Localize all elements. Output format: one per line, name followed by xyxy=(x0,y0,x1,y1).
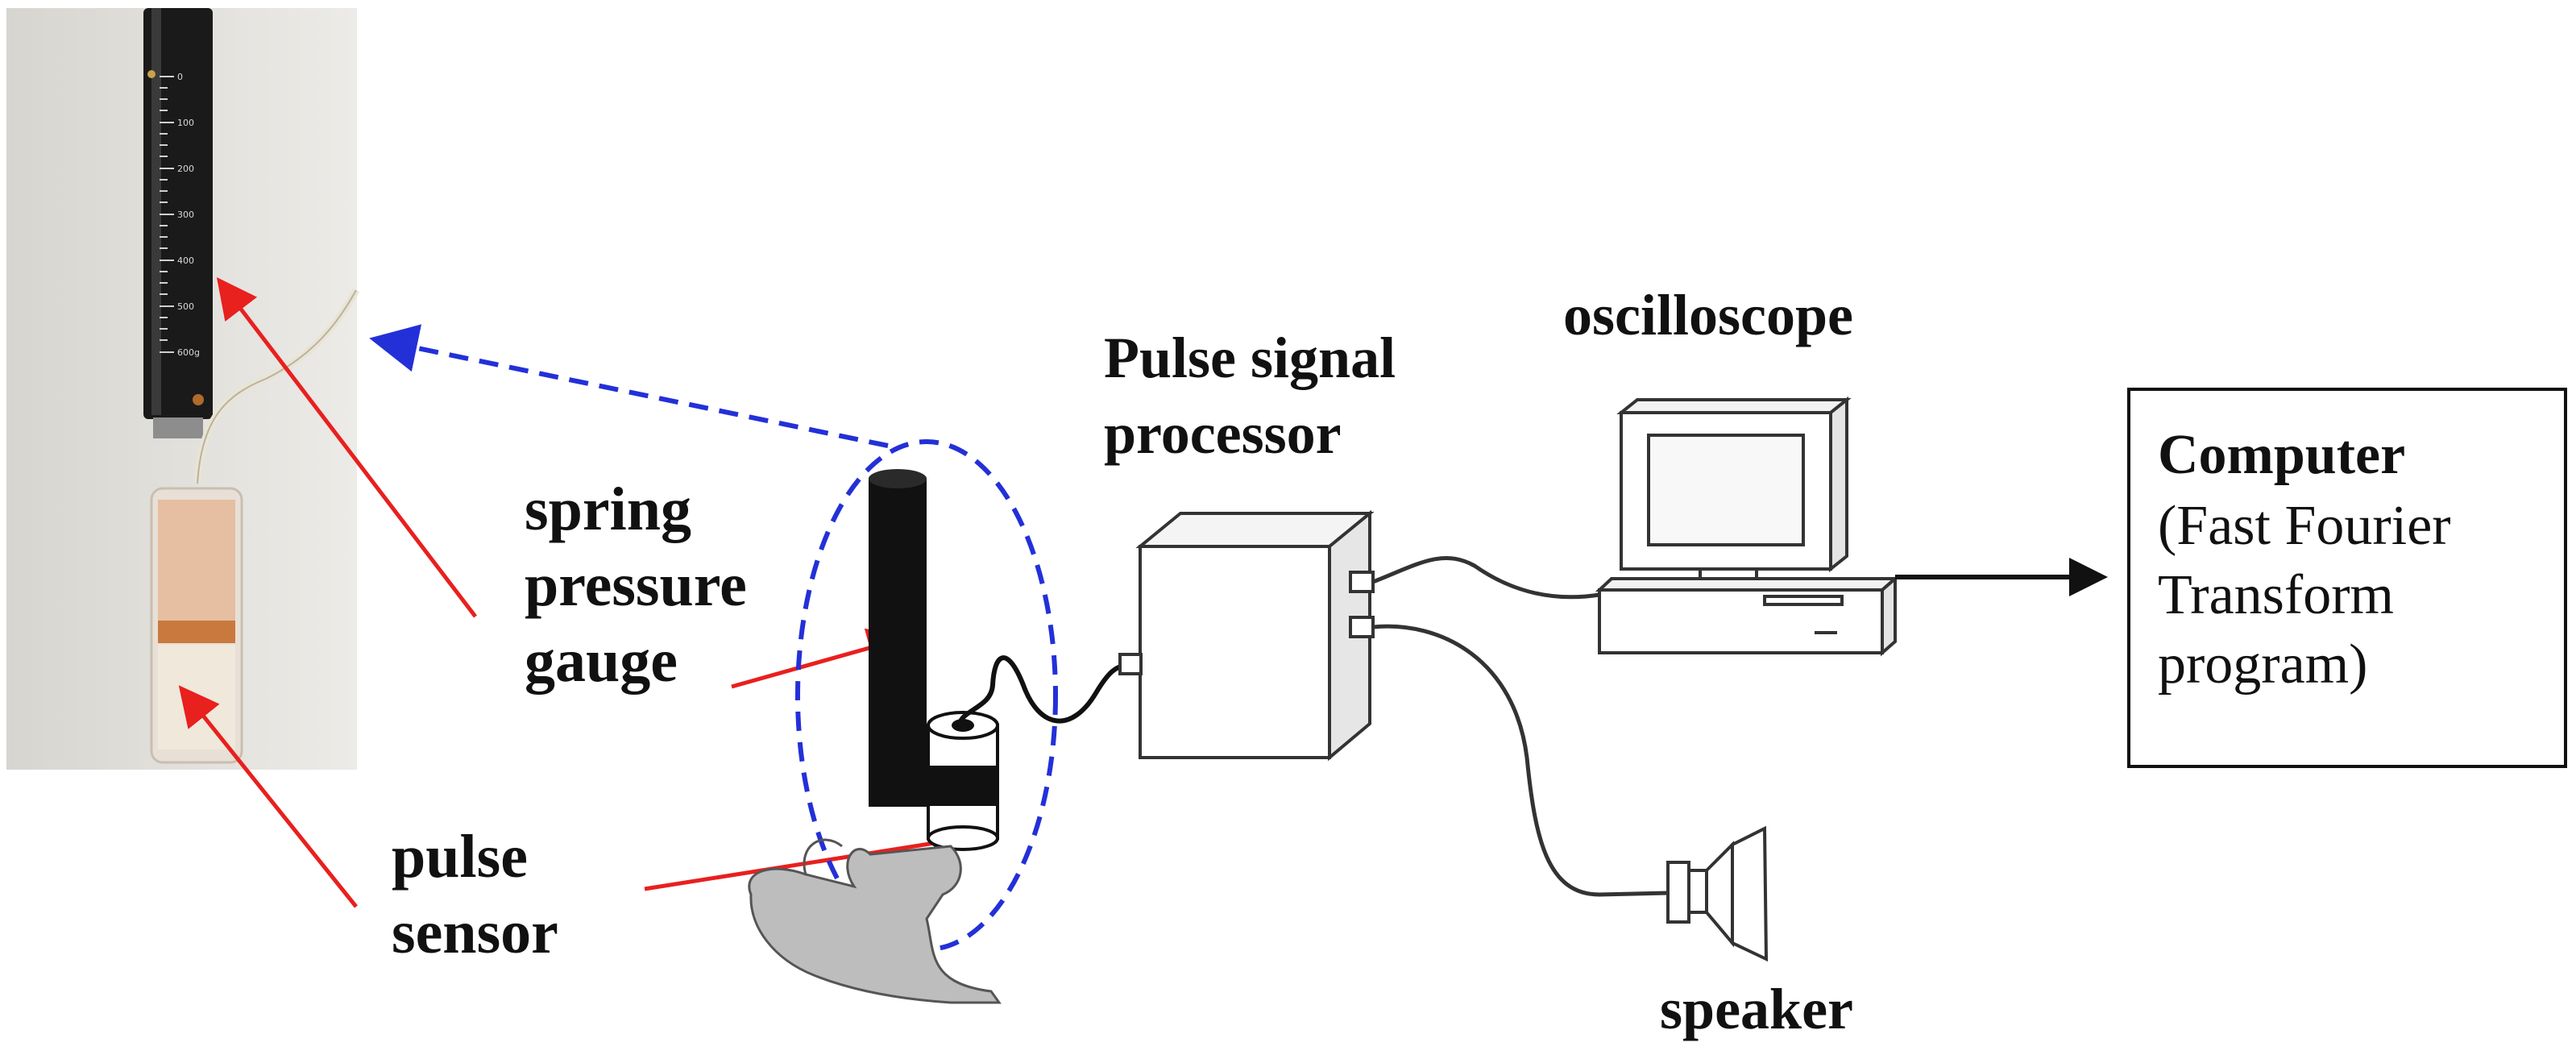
speaker-device xyxy=(1666,825,1769,962)
pulse-signal-processor-box xyxy=(1118,509,1375,762)
pointer-arrow-sensor-photo xyxy=(178,685,358,908)
label-sensor-line: sensor xyxy=(392,899,558,966)
sensor-to-processor-cable xyxy=(956,655,1130,729)
computer-box: Computer (Fast Fourier Transform program… xyxy=(2127,388,2567,768)
hand-illustration xyxy=(748,838,1002,1004)
computer-title: Computer xyxy=(2158,424,2406,486)
oscilloscope-device xyxy=(1595,396,1900,657)
pointer-arrow-gauge-photo xyxy=(216,277,477,618)
scale-tick-100: 100 xyxy=(177,118,194,128)
label-pulse-signal-line: Pulse signal xyxy=(1104,326,1396,390)
scale-tick-600: 600g xyxy=(177,347,200,358)
label-pulse-line: pulse xyxy=(392,823,528,891)
label-pulse-signal-processor: Pulse signal processor xyxy=(1104,329,1396,480)
computer-line-2: Transform xyxy=(2158,564,2394,626)
label-pressure-line: pressure xyxy=(525,551,747,619)
computer-line-1: (Fast Fourier xyxy=(2158,495,2451,557)
gauge-scale xyxy=(160,76,174,353)
label-processor-line: processor xyxy=(1104,401,1342,466)
sensor-device xyxy=(927,711,999,851)
scale-tick-400: 400 xyxy=(177,255,194,266)
scale-tick-500: 500 xyxy=(177,301,194,312)
processor-to-speaker-cable xyxy=(1372,624,1669,897)
computer-line-3: program) xyxy=(2158,633,2368,696)
scale-tick-200: 200 xyxy=(177,164,194,174)
label-speaker: speaker xyxy=(1660,977,1853,1041)
label-oscilloscope: oscilloscope xyxy=(1563,283,1853,347)
label-spring-pressure-gauge: spring pressure gauge xyxy=(525,479,747,706)
label-spring-line: spring xyxy=(525,476,691,543)
dashed-arrow-to-photo xyxy=(369,324,889,448)
scale-tick-300: 300 xyxy=(177,210,194,220)
processor-to-oscilloscope-cable xyxy=(1372,556,1600,600)
label-gauge-line: gauge xyxy=(525,627,678,695)
label-pulse-sensor: pulse sensor xyxy=(392,826,558,978)
scale-tick-0: 0 xyxy=(177,72,183,82)
gauge-photo: 0 100 200 300 400 500 600g xyxy=(6,8,359,770)
